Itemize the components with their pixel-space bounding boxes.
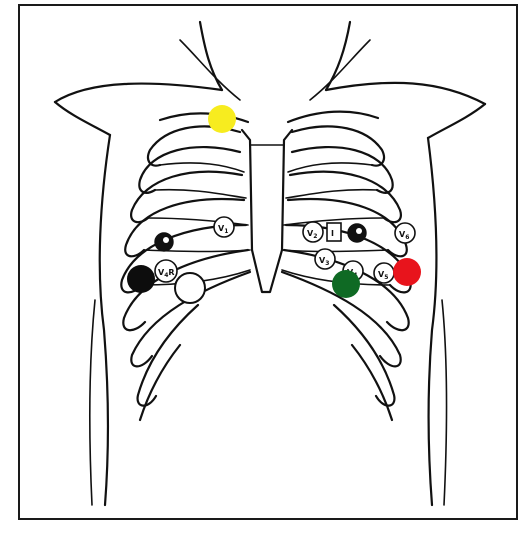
v4r-marker: V4R [155, 260, 177, 282]
black-electrode [127, 265, 155, 293]
v6-marker: V6 [395, 223, 415, 243]
v5-marker: V5 [374, 263, 394, 283]
torso-outline [55, 22, 485, 505]
lead-i-marker: I [327, 223, 341, 241]
yellow-electrode [208, 105, 236, 133]
ground-marker-left [155, 233, 173, 251]
svg-text:I: I [331, 229, 334, 238]
v1-marker: V1 [214, 217, 234, 237]
v3-marker: V3 [315, 249, 335, 269]
red-electrode [393, 258, 421, 286]
sternum [242, 130, 292, 292]
v2-marker: V2 [303, 222, 323, 242]
ground-marker-right [348, 224, 366, 242]
green-electrode [332, 270, 360, 298]
white-electrode [175, 273, 205, 303]
